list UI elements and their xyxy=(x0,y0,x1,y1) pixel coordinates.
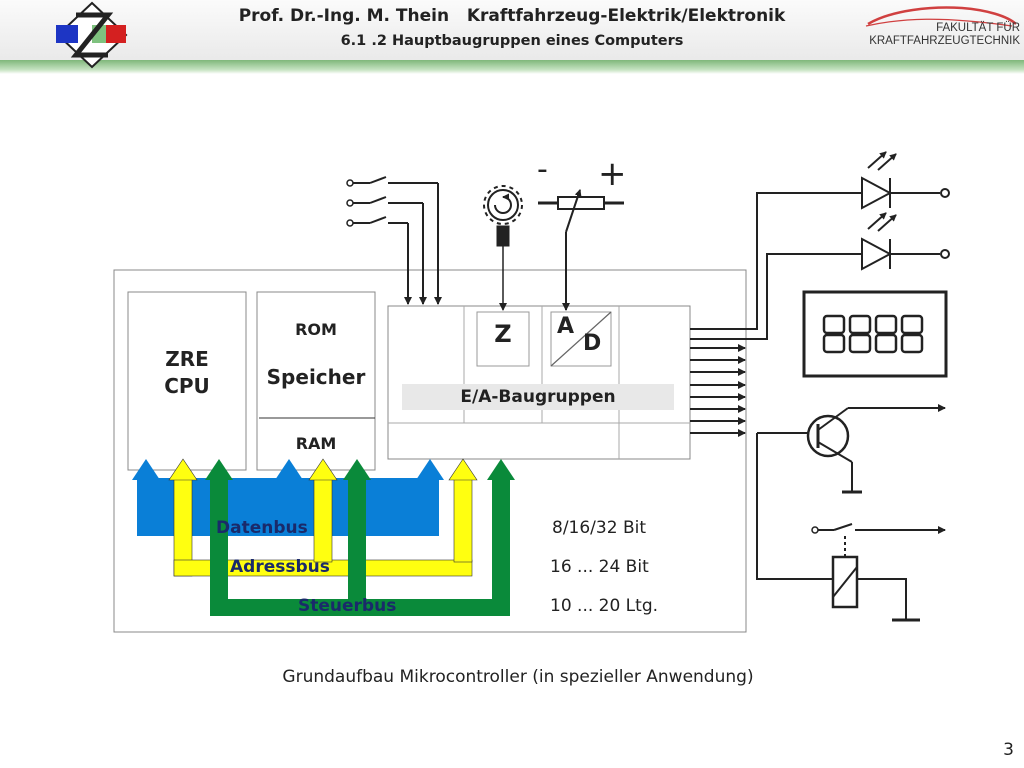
memory-block xyxy=(256,291,376,471)
counter-box xyxy=(476,311,530,367)
bus-width-data: 8/16/32 Bit xyxy=(552,518,646,538)
faculty-line-2: KRAFTFAHRZEUGTECHNIK xyxy=(869,35,1020,47)
rotary-sensor-icon xyxy=(483,185,523,311)
faculty-car-logo xyxy=(865,6,1017,27)
pot-plus-label: + xyxy=(598,154,627,194)
slide-subtitle: 6.1 .2 Hauptbaugruppen eines Computers xyxy=(340,33,684,49)
faculty-name: FAKULTÄT FÜR KRAFTFAHRZEUGTECHNIK xyxy=(866,22,1020,48)
slide-title: Prof. Dr.-Ing. M. Thein Kraftfahrzeug-El… xyxy=(238,6,786,26)
relay-icon xyxy=(756,433,946,622)
seven-segment-display-icon xyxy=(802,290,948,378)
ad-label-d: D xyxy=(583,331,602,356)
cpu-block xyxy=(127,291,247,471)
io-block xyxy=(387,305,691,460)
pot-minus-label: - xyxy=(537,152,548,187)
input-switches xyxy=(346,176,442,305)
university-logo xyxy=(56,1,128,69)
transistor-icon xyxy=(757,404,946,494)
control-bus xyxy=(205,459,515,616)
ad-label-a: A xyxy=(557,314,575,339)
io-label-band xyxy=(402,384,674,410)
io-label: E/A-Baugruppen xyxy=(460,387,616,407)
bus-width-address: 16 ... 24 Bit xyxy=(550,557,649,577)
page-number: 3 xyxy=(1003,740,1014,760)
header-accent-bar xyxy=(0,60,1024,74)
memory-label: Speicher xyxy=(266,365,366,389)
led-outputs xyxy=(690,151,950,340)
faculty-line-1: FAKULTÄT FÜR xyxy=(936,22,1020,34)
bus-name-address: Adressbus xyxy=(230,557,330,577)
slide-header xyxy=(0,0,1024,62)
cpu-label-line2: CPU xyxy=(164,374,210,398)
counter-label: Z xyxy=(494,320,512,348)
address-bus xyxy=(168,458,478,577)
potentiometer-icon xyxy=(538,189,624,311)
bus-name-data: Datenbus xyxy=(216,518,308,538)
rom-label: ROM xyxy=(295,320,337,339)
diagram-caption: Grundaufbau Mikrocontroller (in speziell… xyxy=(282,667,754,687)
cpu-label-line1: ZRE xyxy=(165,347,209,371)
bus-name-control: Steuerbus xyxy=(298,596,397,616)
ram-label: RAM xyxy=(295,434,337,453)
bus-width-control: 10 ... 20 Ltg. xyxy=(550,596,659,616)
